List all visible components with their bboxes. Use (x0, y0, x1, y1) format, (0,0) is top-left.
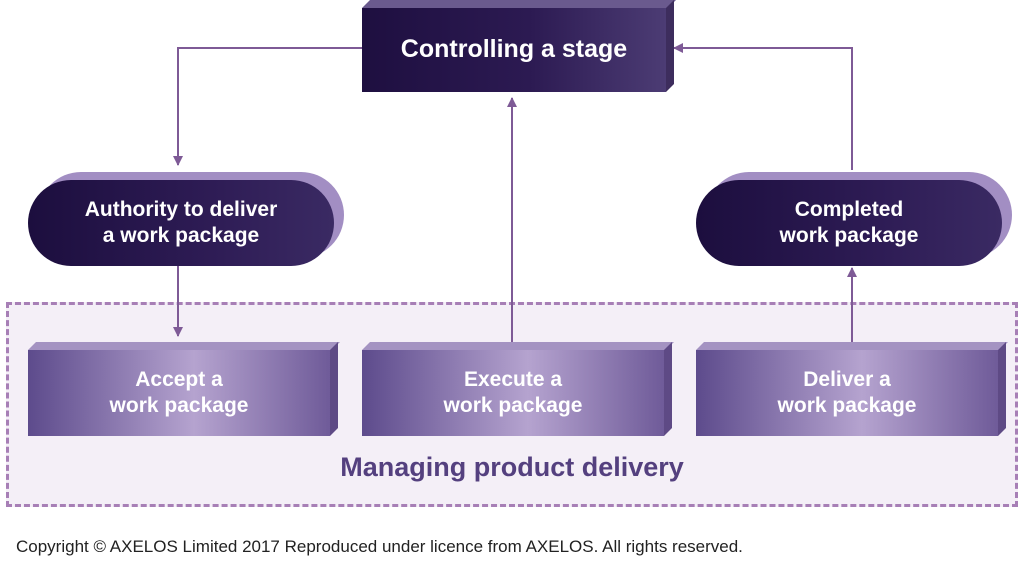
copyright-notice: Copyright © AXELOS Limited 2017 Reproduc… (16, 537, 743, 556)
deliver-work-package-box-face: Deliver a work package (696, 350, 998, 436)
completed-work-package-label-line1: Completed (794, 197, 904, 221)
accept-work-package-box-top (28, 342, 340, 350)
controlling-a-stage-box: Controlling a stage (362, 0, 676, 92)
accept-work-package-label-line2: work package (109, 394, 249, 417)
authority-to-deliver-node: Authority to deliver a work package (28, 172, 344, 266)
connector-completed-to-controlling (673, 43, 853, 170)
execute-work-package-box-side (664, 342, 672, 436)
connector-controlling-to-authority (173, 47, 362, 166)
controlling-a-stage-label: Controlling a stage (400, 35, 628, 64)
accept-work-package-box-side (330, 342, 338, 436)
accept-work-package-box-face: Accept a work package (28, 350, 330, 436)
controlling-a-stage-box-side (666, 0, 674, 92)
execute-work-package-box: Execute a work package (362, 342, 674, 436)
execute-work-package-box-face: Execute a work package (362, 350, 664, 436)
deliver-work-package-label-line1: Deliver a (803, 367, 891, 391)
controlling-a-stage-box-face: Controlling a stage (362, 8, 666, 92)
execute-work-package-box-top (362, 342, 674, 350)
accept-work-package-box: Accept a work package (28, 342, 340, 436)
completed-work-package-label-line2: work package (779, 224, 919, 247)
completed-work-package-node-body: Completed work package (696, 180, 1002, 266)
authority-to-deliver-label-line2: a work package (102, 224, 260, 247)
authority-to-deliver-node-body: Authority to deliver a work package (28, 180, 334, 266)
controlling-a-stage-box-top (362, 0, 676, 8)
authority-to-deliver-label-line1: Authority to deliver (84, 197, 278, 221)
execute-work-package-label-line1: Execute a (463, 367, 563, 391)
completed-work-package-node: Completed work package (696, 172, 1012, 266)
deliver-work-package-label-line2: work package (777, 394, 917, 417)
execute-work-package-label-line2: work package (443, 394, 583, 417)
deliver-work-package-box: Deliver a work package (696, 342, 1008, 436)
deliver-work-package-box-top (696, 342, 1008, 350)
deliver-work-package-box-side (998, 342, 1006, 436)
managing-product-delivery-label: Managing product delivery (340, 452, 684, 482)
accept-work-package-label-line1: Accept a (135, 367, 223, 391)
